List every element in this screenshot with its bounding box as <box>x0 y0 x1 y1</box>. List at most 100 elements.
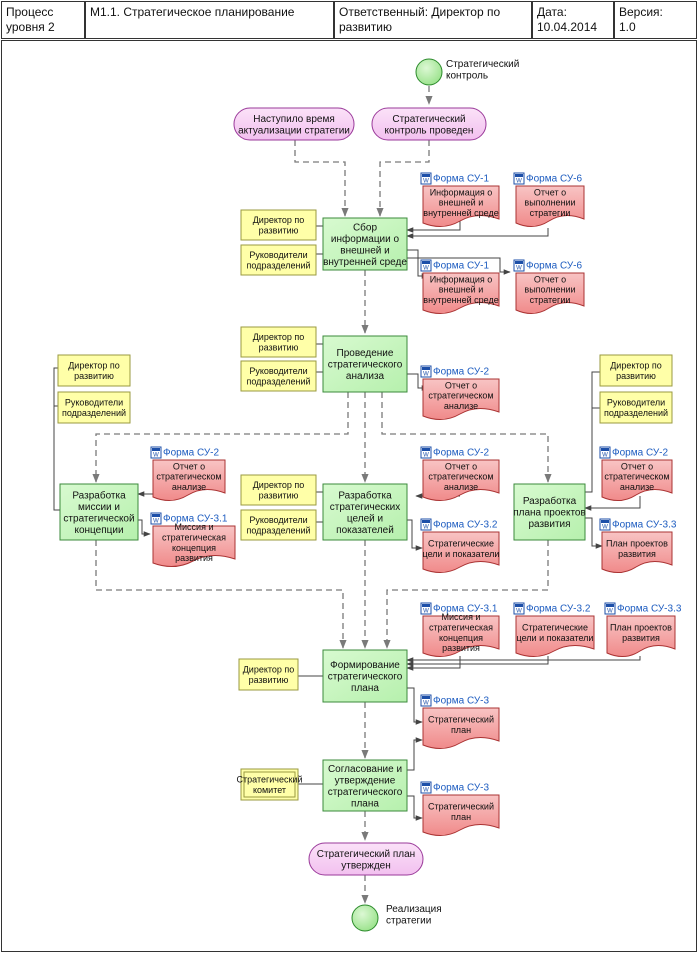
form-link-5[interactable]: Форма СУ-2 <box>433 367 490 378</box>
role-box-6 <box>57 391 131 424</box>
form-doc-icon-band <box>606 604 614 607</box>
form-link-10[interactable]: Форма СУ-2 <box>612 448 669 459</box>
form-doc-icon-letter: W <box>153 519 159 525</box>
flow-mission-to-formation <box>95 540 347 649</box>
form-doc-icon-letter: W <box>423 788 429 794</box>
form-link-13[interactable]: Форма СУ-3.2 <box>526 604 591 615</box>
role-box-1 <box>240 209 317 241</box>
version-cell: Версия: 1.0 <box>614 1 697 39</box>
event-1 <box>233 107 355 141</box>
document-12 <box>422 615 500 657</box>
form-doc-icon-band <box>422 604 430 607</box>
responsible-cell: Ответственный: Директор по развитию <box>334 1 532 39</box>
form-doc-icon <box>420 259 432 272</box>
form-doc-icon-band <box>152 448 160 451</box>
form-doc-icon-band <box>422 367 430 370</box>
form-doc-icon-band <box>515 174 523 177</box>
process-level-cell: Процесс уровня 2 <box>1 1 85 39</box>
form-doc-icon <box>420 172 432 185</box>
link-doc-to-plan <box>584 496 641 511</box>
link-approval-to-doc <box>407 795 423 821</box>
form-doc-icon-letter: W <box>423 266 429 272</box>
link-formation-to-doc <box>407 687 423 725</box>
link-doc-to-formation <box>406 656 461 671</box>
form-doc-icon <box>599 446 611 459</box>
document-14 <box>606 615 676 657</box>
form-doc-icon-letter: W <box>516 266 522 272</box>
form-doc-icon-letter: W <box>423 372 429 378</box>
form-doc-icon-band <box>422 520 430 523</box>
document-15 <box>422 707 500 749</box>
form-link-1[interactable]: Форма СУ-1 <box>433 174 490 185</box>
link-role <box>53 367 60 511</box>
form-doc-icon <box>604 602 616 615</box>
form-doc-icon-band <box>422 783 430 786</box>
form-link-14[interactable]: Форма СУ-3.3 <box>617 604 682 615</box>
form-doc-icon <box>420 365 432 378</box>
form-doc-icon <box>420 694 432 707</box>
role-box-7 <box>240 474 317 506</box>
function-box-4 <box>322 483 408 541</box>
form-doc-icon-letter: W <box>423 525 429 531</box>
link-goals-to-doc <box>407 519 423 551</box>
form-doc-icon-letter: W <box>607 609 613 615</box>
function-box-1 <box>322 217 408 271</box>
form-doc-icon <box>420 518 432 531</box>
document-6 <box>152 459 226 501</box>
role-box-9 <box>599 354 673 387</box>
function-box-2 <box>322 335 408 393</box>
form-link-4[interactable]: Форма СУ-6 <box>526 261 583 272</box>
role-box-4 <box>240 360 317 392</box>
document-7 <box>152 525 236 567</box>
form-doc-icon-band <box>422 696 430 699</box>
form-doc-icon-letter: W <box>516 179 522 185</box>
form-link-8[interactable]: Форма СУ-2 <box>433 448 490 459</box>
form-link-6[interactable]: Форма СУ-2 <box>163 448 220 459</box>
form-doc-icon <box>420 602 432 615</box>
form-link-16[interactable]: Форма СУ-3 <box>433 783 490 794</box>
form-link-12[interactable]: Форма СУ-3.1 <box>433 604 498 615</box>
form-link-15[interactable]: Форма СУ-3 <box>433 696 490 707</box>
document-11 <box>601 531 673 573</box>
form-link-9[interactable]: Форма СУ-3.2 <box>433 520 498 531</box>
flow-analysis-to-plan <box>381 392 552 483</box>
form-link-11[interactable]: Форма СУ-3.3 <box>612 520 677 531</box>
document-9 <box>422 531 500 573</box>
form-doc-icon <box>150 512 162 525</box>
document-13 <box>515 615 595 657</box>
form-link-2[interactable]: Форма СУ-6 <box>526 174 583 185</box>
form-doc-icon-band <box>515 604 523 607</box>
link-doc-to-formation <box>406 656 641 663</box>
form-doc-icon <box>513 172 525 185</box>
form-link-3[interactable]: Форма СУ-1 <box>433 261 490 272</box>
link-mission-to-doc <box>138 519 151 537</box>
form-link-7[interactable]: Форма СУ-3.1 <box>163 514 228 525</box>
form-doc-icon-letter: W <box>602 453 608 459</box>
